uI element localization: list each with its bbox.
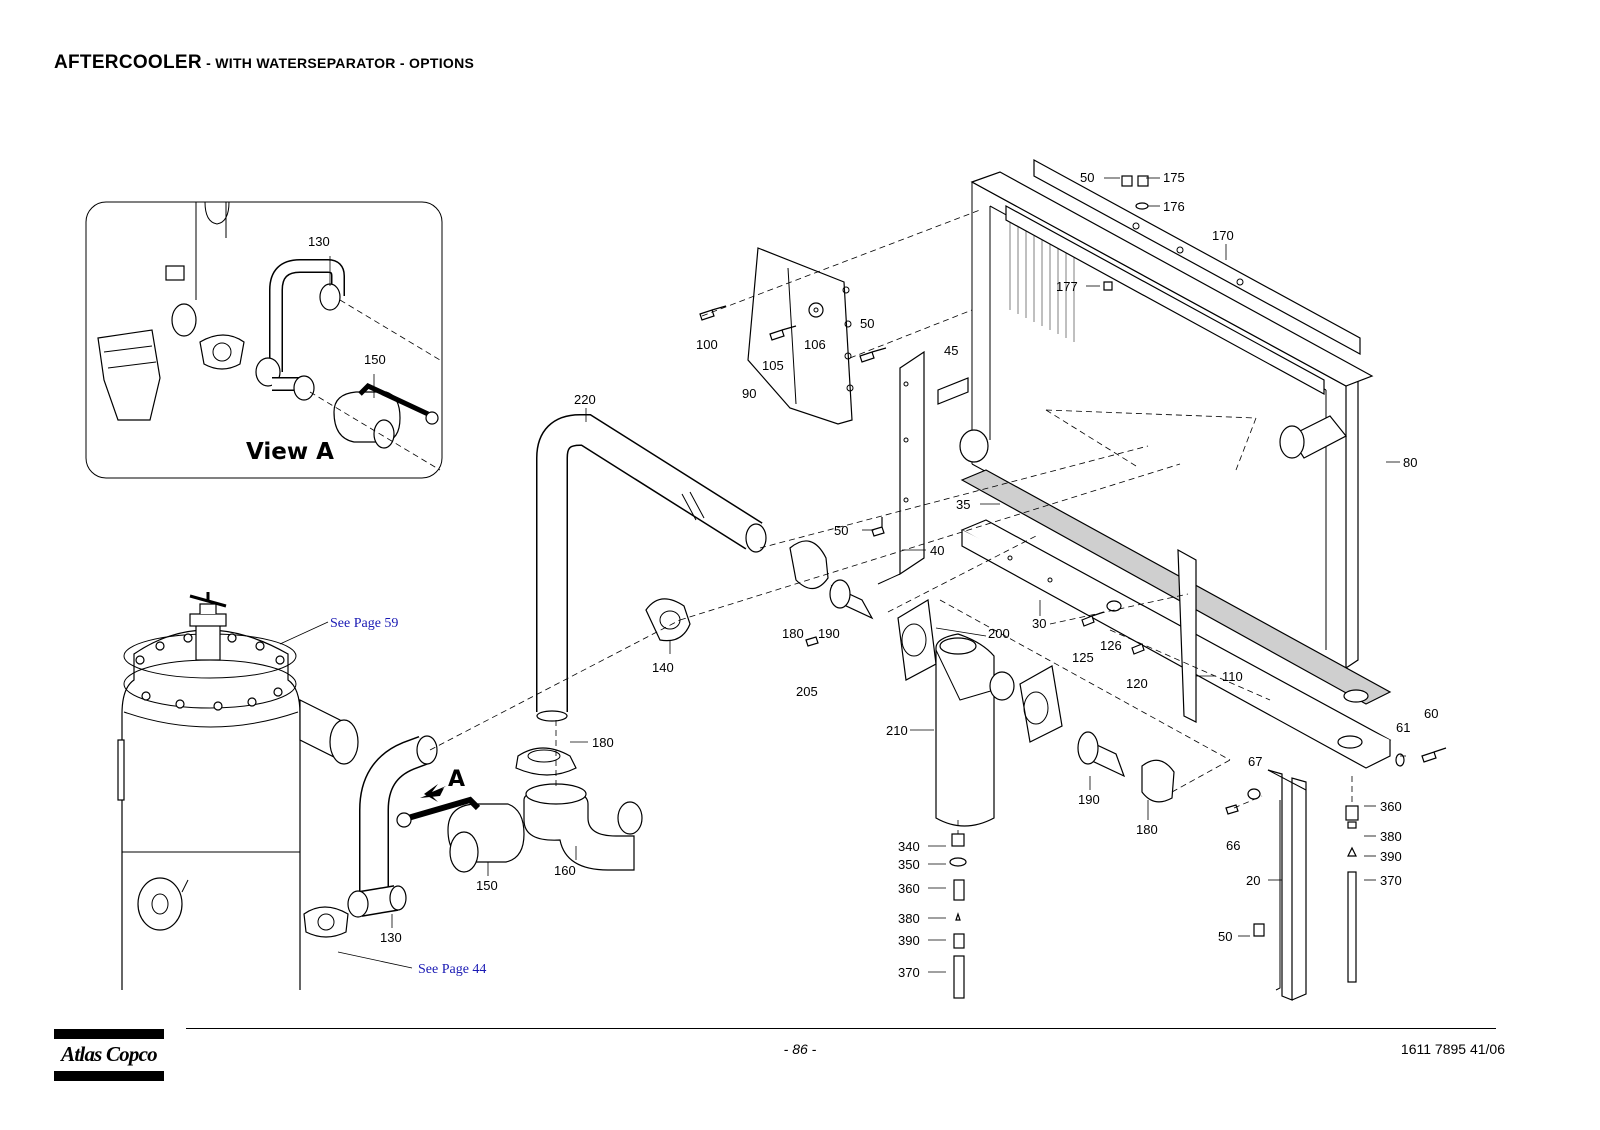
callout-130: 130 [380, 930, 402, 945]
plate-45 [937, 377, 969, 405]
leader-lines [279, 177, 1400, 973]
callout-50-d: 50 [1218, 929, 1232, 944]
callout-126: 126 [1100, 638, 1122, 653]
logo-text: Atlas Copco [61, 1042, 157, 1066]
callout-50-c: 50 [834, 523, 848, 538]
view-a-label: View A [246, 439, 334, 465]
callout-160: 160 [554, 863, 576, 878]
callout-176: 176 [1163, 199, 1185, 214]
rail-30 [960, 519, 1392, 769]
elbow-160 [515, 747, 643, 871]
callout-40: 40 [930, 543, 944, 558]
callout-50-b: 50 [860, 316, 874, 331]
callout-110: 110 [1222, 669, 1243, 684]
page-title: AFTERCOOLER - WITH WATERSEPARATOR - OPTI… [54, 52, 474, 74]
strip-35 [960, 469, 1392, 705]
aftercooler-core-80 [959, 171, 1374, 670]
callout-80: 80 [1403, 455, 1417, 470]
callout-67: 67 [1248, 754, 1262, 769]
footer-divider [186, 1028, 1496, 1029]
callout-66: 66 [1226, 838, 1240, 853]
callout-130-b: 130 [308, 234, 330, 249]
top-rail-170 [1005, 158, 1361, 396]
callout-105: 105 [762, 358, 784, 373]
callout-390: 390 [1380, 849, 1402, 864]
callout-180: 180 [782, 626, 804, 641]
lower-u-pipe: A [303, 735, 525, 938]
callout-360: 360 [1380, 799, 1402, 814]
callout-380-b: 380 [898, 911, 920, 926]
upright-20 [1253, 769, 1307, 1001]
callout-380: 380 [1380, 829, 1402, 844]
callout-140: 140 [652, 660, 674, 675]
callout-190: 190 [818, 626, 840, 641]
see-page-44-link[interactable]: See Page 44 [418, 962, 486, 977]
callout-390-b: 390 [898, 933, 920, 948]
arrow-a-label: A [448, 767, 465, 792]
drain-right [1345, 805, 1359, 983]
callout-360-b: 360 [898, 881, 920, 896]
callout-50: 50 [1080, 170, 1094, 185]
callout-100: 100 [696, 337, 718, 352]
callout-35: 35 [956, 497, 970, 512]
callout-60: 60 [1424, 706, 1438, 721]
callout-205: 205 [796, 684, 818, 699]
callout-150-b: 150 [364, 352, 386, 367]
callout-200: 200 [988, 626, 1010, 641]
bracket-110 [1177, 548, 1197, 723]
callout-210: 210 [886, 723, 908, 738]
water-separator-tank [117, 592, 359, 990]
flange-200 [897, 599, 1063, 743]
callout-370: 370 [1380, 873, 1402, 888]
document-number: 1611 7895 41/06 [1400, 1041, 1505, 1057]
callout-120: 120 [1126, 676, 1148, 691]
callout-175: 175 [1163, 170, 1185, 185]
callout-20: 20 [1246, 873, 1260, 888]
bracket-90 [699, 247, 887, 425]
plate-40 [871, 350, 925, 585]
callout-numbers: 50 175 176 170 177 100 106 105 90 50 45 … [308, 170, 1438, 980]
callout-125: 125 [1072, 650, 1094, 665]
coupling-right [789, 540, 1175, 803]
view-a-detail: View A [85, 201, 443, 479]
callout-220: 220 [574, 392, 596, 407]
callout-177: 177 [1056, 279, 1078, 294]
atlas-copco-logo: Atlas Copco [54, 1029, 164, 1081]
callout-350: 350 [898, 857, 920, 872]
callout-90: 90 [742, 386, 756, 401]
assembly-lines [429, 209, 1410, 834]
callout-190-b: 190 [1078, 792, 1100, 807]
title-main: AFTERCOOLER [54, 52, 202, 73]
title-sub: - WITH WATERSEPARATOR - OPTIONS [201, 55, 475, 71]
separator-210 [935, 633, 1015, 827]
logo-bar-bottom [54, 1071, 164, 1081]
callout-61: 61 [1396, 720, 1410, 735]
drain-center [949, 833, 967, 999]
callout-180-c: 180 [1136, 822, 1158, 837]
logo-bar-top [54, 1029, 164, 1039]
page-number: - 86 - [783, 1041, 817, 1057]
pipe-220 [536, 414, 767, 722]
callout-106: 106 [804, 337, 826, 352]
callout-340: 340 [898, 839, 920, 854]
callout-370-b: 370 [898, 965, 920, 980]
callout-30: 30 [1032, 616, 1046, 631]
see-page-59-link[interactable]: See Page 59 [330, 616, 398, 631]
callout-180-b: 180 [592, 735, 614, 750]
callout-45: 45 [944, 343, 958, 358]
callout-170: 170 [1212, 228, 1234, 243]
clamp-140 [645, 598, 691, 642]
callout-150: 150 [476, 878, 498, 893]
